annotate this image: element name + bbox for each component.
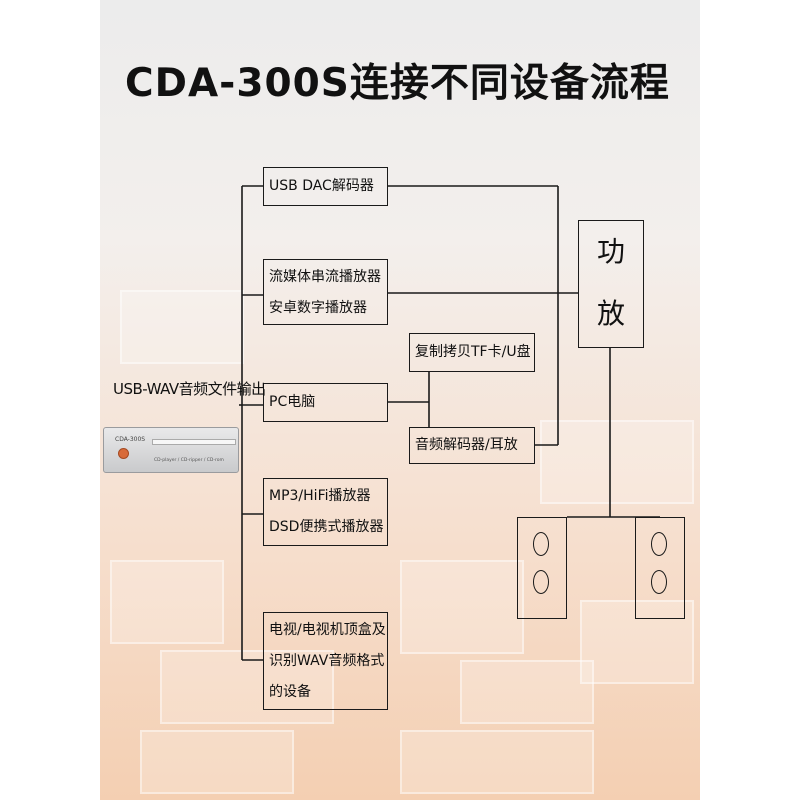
tv-label-line2: 识别WAV音频格式 bbox=[269, 653, 385, 669]
power-button-icon bbox=[118, 448, 129, 459]
mp3-node: MP3/HiFi播放器 DSD便携式播放器 bbox=[263, 478, 388, 546]
usb-dac-node: USB DAC解码器 bbox=[263, 167, 388, 206]
streamer-label-line2: 安卓数字播放器 bbox=[269, 300, 367, 316]
bg-tile bbox=[160, 650, 334, 724]
decoder-node: 音频解码器/耳放 bbox=[409, 427, 535, 464]
tv-node: 电视/电视机顶盒及 识别WAV音频格式 的设备 bbox=[263, 612, 388, 710]
tv-label-line3: 的设备 bbox=[269, 684, 311, 700]
mp3-label-line1: MP3/HiFi播放器 bbox=[269, 488, 371, 504]
copy-node: 复制拷贝TF卡/U盘 bbox=[409, 333, 535, 372]
amplifier-label-1: 功 bbox=[596, 235, 625, 268]
page-title: CDA-300S连接不同设备流程 bbox=[125, 61, 670, 106]
source-output-label: USB-WAV音频文件输出 bbox=[113, 380, 266, 398]
amplifier-node: 功 放 bbox=[578, 220, 644, 348]
disc-slot bbox=[152, 439, 236, 445]
bg-tile bbox=[460, 660, 594, 724]
cda-300s-device: CDA-300S CD-player / CD-ripper / CD-rom bbox=[103, 427, 239, 473]
copy-label: 复制拷贝TF卡/U盘 bbox=[415, 344, 531, 360]
streamer-label-line1: 流媒体串流播放器 bbox=[269, 269, 381, 285]
speaker-cone-icon bbox=[533, 570, 549, 594]
bg-tile bbox=[140, 730, 294, 794]
tv-label-line1: 电视/电视机顶盒及 bbox=[269, 622, 386, 638]
device-subtitle: CD-player / CD-ripper / CD-rom bbox=[154, 458, 224, 463]
pc-label: PC电脑 bbox=[269, 394, 316, 410]
speaker-cone-icon bbox=[651, 570, 667, 594]
bg-tile bbox=[110, 560, 224, 644]
device-model-label: CDA-300S bbox=[115, 436, 146, 443]
amplifier-label-2: 放 bbox=[596, 297, 625, 330]
diagram-canvas bbox=[100, 0, 700, 800]
bg-tile bbox=[400, 730, 594, 794]
bg-tile bbox=[580, 600, 694, 684]
speaker-right bbox=[635, 517, 685, 619]
speaker-left bbox=[517, 517, 567, 619]
usb-dac-label: USB DAC解码器 bbox=[269, 178, 374, 194]
decoder-label: 音频解码器/耳放 bbox=[415, 437, 518, 453]
bg-tile bbox=[120, 290, 244, 364]
pc-node: PC电脑 bbox=[263, 383, 388, 422]
mp3-label-line2: DSD便携式播放器 bbox=[269, 519, 384, 535]
bg-tile bbox=[400, 560, 524, 654]
speaker-cone-icon bbox=[651, 532, 667, 556]
speaker-cone-icon bbox=[533, 532, 549, 556]
bg-tile bbox=[540, 420, 694, 504]
streamer-node: 流媒体串流播放器 安卓数字播放器 bbox=[263, 259, 388, 325]
